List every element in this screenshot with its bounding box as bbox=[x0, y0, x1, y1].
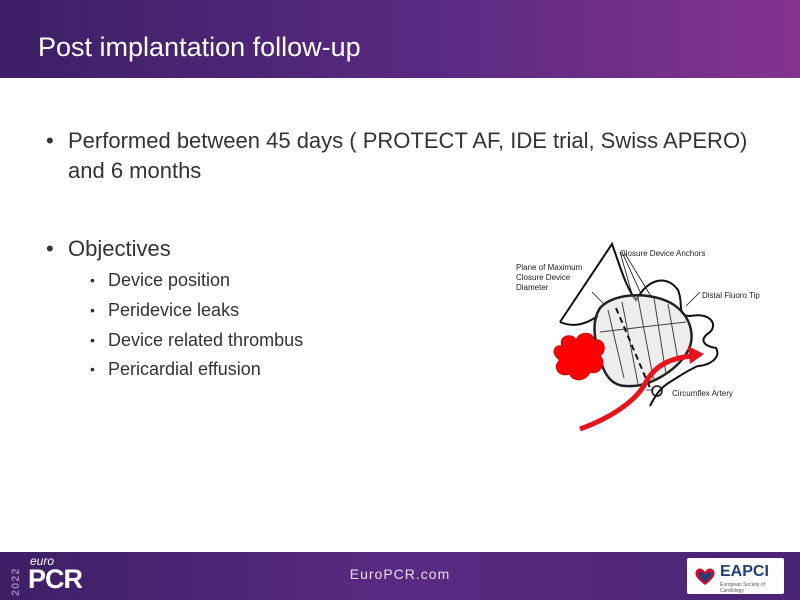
label-anchors: Closure Device Anchors bbox=[620, 249, 705, 258]
label-circumflex-artery: Circumflex Artery bbox=[672, 389, 733, 398]
label-distal-tip: Distal Fluoro Tip bbox=[702, 291, 760, 300]
label-plane-line1: Plane of Maximum bbox=[516, 263, 583, 272]
device-struts bbox=[599, 297, 687, 385]
heart-logo-icon bbox=[695, 568, 715, 585]
red-arrow-head-icon bbox=[688, 346, 704, 364]
laa-closure-diagram: Plane of Maximum Closure Device Diameter… bbox=[516, 241, 760, 432]
sub-bullet-pericardial-effusion: Pericardial effusion bbox=[88, 357, 448, 381]
max-diameter-plane bbox=[615, 307, 651, 389]
appendage-outline bbox=[559, 241, 719, 407]
bullet-follow-up-timing: Performed between 45 days ( PROTECT AF, … bbox=[46, 126, 786, 186]
bullet-objectives: Objectives bbox=[46, 234, 786, 264]
thrombus-icon bbox=[553, 332, 605, 381]
circumflex-artery-icon bbox=[651, 385, 663, 397]
closure-device bbox=[593, 294, 693, 388]
logo-euro: euro bbox=[30, 554, 55, 568]
logo-pcr: PCR bbox=[28, 564, 83, 594]
leader-lines bbox=[591, 251, 701, 391]
title-bar: Post implantation follow-up bbox=[0, 0, 800, 78]
footer-website-link[interactable]: EuroPCR.com bbox=[349, 566, 451, 582]
footer-bar: 2022 euro PCR EuroPCR.com EAPCI European… bbox=[0, 552, 800, 600]
red-arrow bbox=[579, 353, 693, 432]
atrium-wall bbox=[559, 315, 599, 326]
slide-title: Post implantation follow-up bbox=[38, 32, 361, 62]
sub-bullet-device-position: Device position bbox=[88, 268, 448, 292]
eapci-title: EAPCI bbox=[720, 563, 769, 580]
sub-bullet-device-thrombus: Device related thrombus bbox=[88, 328, 448, 352]
label-plane-line2: Closure Device bbox=[516, 273, 571, 282]
eapci-subtitle: European Society of Cardiology bbox=[720, 582, 766, 594]
label-plane-line3: Diameter bbox=[516, 283, 549, 292]
sub-bullet-peridevice-leaks: Peridevice leaks bbox=[88, 298, 448, 322]
eapci-badge: EAPCI European Society of Cardiology bbox=[687, 558, 784, 594]
